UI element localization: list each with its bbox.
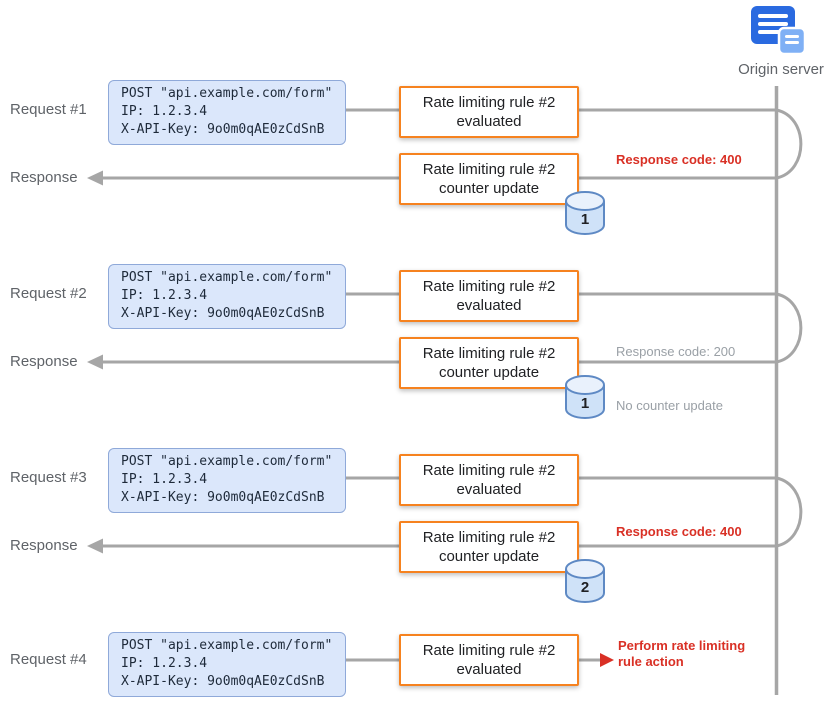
request-method-line: POST "api.example.com/form": [121, 454, 333, 469]
lane-label-response-3: Response: [10, 537, 78, 554]
request-apikey-line: X-API-Key: 9o0m0qAE0zCdSnB: [121, 490, 325, 506]
rule-evaluated-box-2: Rate limiting rule #2 evaluated: [399, 270, 579, 322]
roundtrip-arc-3: [776, 476, 803, 548]
database-counter-icon-1: 1: [562, 190, 608, 241]
action-arrowhead-icon: [600, 653, 614, 667]
lane-label-request-2: Request #2: [10, 285, 87, 302]
rule-evaluated-box-1: Rate limiting rule #2 evaluated: [399, 86, 579, 138]
lane-label-request-3: Request #3: [10, 469, 87, 486]
counter-value: 1: [581, 211, 589, 228]
no-counter-update-note: No counter update: [616, 398, 723, 413]
request-apikey-line: X-API-Key: 9o0m0qAE0zCdSnB: [121, 674, 325, 690]
database-counter-icon-3: 2: [562, 558, 608, 609]
request-ip-line: IP: 1.2.3.4: [121, 104, 208, 120]
rate-limit-action-annotation: Perform rate limiting rule action: [618, 638, 746, 670]
lane-label-response-1: Response: [10, 169, 78, 186]
request-method-line: POST "api.example.com/form": [121, 86, 333, 101]
roundtrip-arc-2: [776, 292, 803, 364]
response-code-annotation-3: Response code: 400: [616, 524, 742, 539]
counter-value: 2: [581, 579, 589, 596]
request-method-line: POST "api.example.com/form": [121, 638, 333, 653]
request-ip-line: IP: 1.2.3.4: [121, 472, 208, 488]
lane-label-response-2: Response: [10, 353, 78, 370]
origin-server-label: Origin server: [738, 61, 824, 78]
origin-server-icon: [749, 4, 809, 61]
request-ip-line: IP: 1.2.3.4: [121, 288, 208, 304]
request-payload-box-4: POST "api.example.com/form" IP: 1.2.3.4 …: [108, 632, 346, 697]
request-payload-box-1: POST "api.example.com/form" IP: 1.2.3.4 …: [108, 80, 346, 145]
request-apikey-line: X-API-Key: 9o0m0qAE0zCdSnB: [121, 306, 325, 322]
request-method-line: POST "api.example.com/form": [121, 270, 333, 285]
request-payload-box-3: POST "api.example.com/form" IP: 1.2.3.4 …: [108, 448, 346, 513]
response-arrowhead-icons: [87, 170, 103, 554]
lane-label-request-1: Request #1: [10, 101, 87, 118]
counter-update-box-1: Rate limiting rule #2 counter update: [399, 153, 579, 205]
response-code-annotation-2: Response code: 200: [616, 344, 736, 359]
request-ip-line: IP: 1.2.3.4: [121, 656, 208, 672]
lane-label-request-4: Request #4: [10, 651, 87, 668]
roundtrip-arc-1: [776, 108, 803, 180]
request-payload-box-2: POST "api.example.com/form" IP: 1.2.3.4 …: [108, 264, 346, 329]
counter-update-box-3: Rate limiting rule #2 counter update: [399, 521, 579, 573]
counter-value: 1: [581, 395, 589, 412]
request-apikey-line: X-API-Key: 9o0m0qAE0zCdSnB: [121, 122, 325, 138]
rule-evaluated-box-4: Rate limiting rule #2 evaluated: [399, 634, 579, 686]
counter-update-box-2: Rate limiting rule #2 counter update: [399, 337, 579, 389]
database-counter-icon-2: 1: [562, 374, 608, 425]
response-code-annotation-1: Response code: 400: [616, 152, 742, 167]
rule-evaluated-box-3: Rate limiting rule #2 evaluated: [399, 454, 579, 506]
